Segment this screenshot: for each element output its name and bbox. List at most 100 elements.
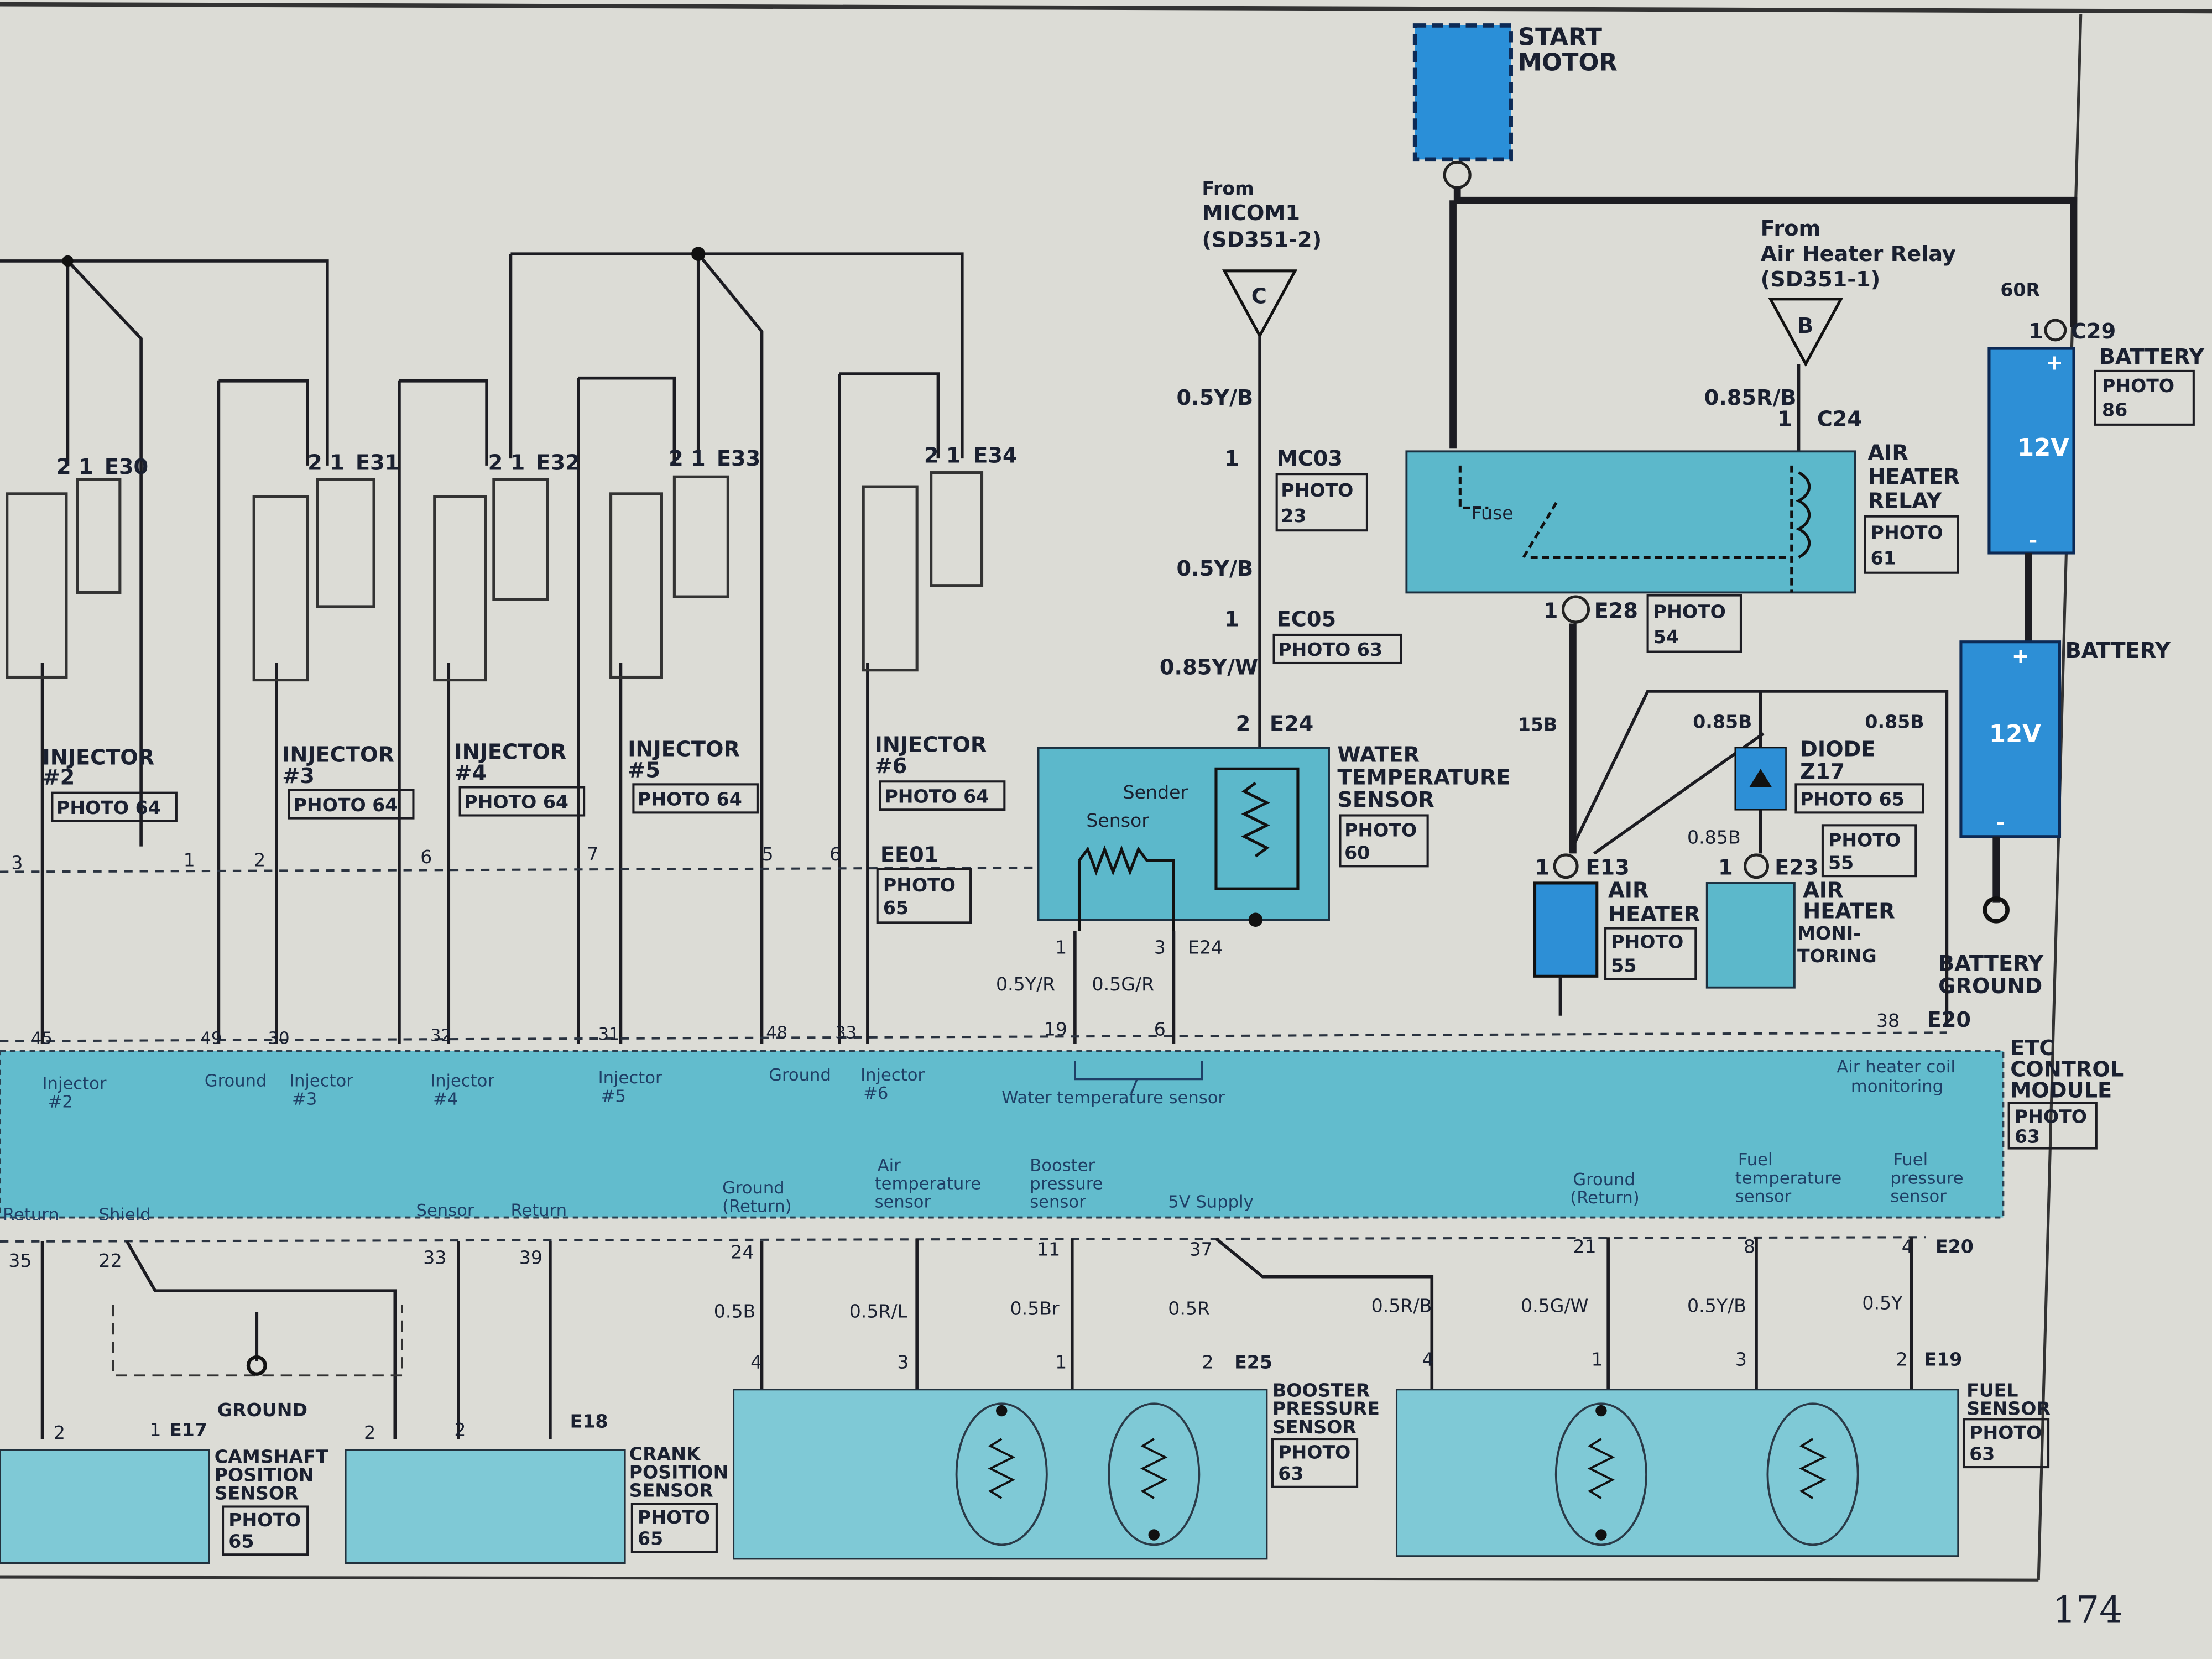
diagram-label: Ground: [205, 1071, 267, 1091]
diagram-label: BATTERY: [2065, 638, 2171, 663]
diagram-label: 3: [11, 852, 23, 873]
diagram-label: 1: [1718, 855, 1733, 880]
diagram-label: Injector: [860, 1066, 925, 1085]
diagram-label: B: [1797, 314, 1813, 338]
diagram-label: 1: [1055, 1351, 1067, 1373]
diagram-label: AIR: [1868, 441, 1908, 466]
diagram-label: #5: [601, 1087, 626, 1106]
diagram-label: 2 1: [488, 450, 525, 475]
diagram-label: temperature: [1735, 1168, 1841, 1188]
diagram-label: 60R: [2000, 279, 2040, 301]
diagram-label: 35: [8, 1250, 32, 1271]
diagram-label: TORING: [1797, 945, 1877, 967]
diagram-label: 0.5Y/R: [996, 973, 1055, 995]
lower-connector-line: [0, 1236, 1926, 1243]
ee01-connector: EE01 PHOTO 65: [876, 843, 972, 924]
diagram-label: 2: [1236, 711, 1251, 736]
diagram-label: Z17: [1800, 759, 1845, 784]
diagram-label: Sensor: [1086, 810, 1149, 831]
diagram-label: #6: [863, 1084, 888, 1103]
diagram-label: Injector: [430, 1071, 494, 1091]
diagram-label: Return: [3, 1206, 59, 1225]
diagram-label: +: [2046, 350, 2063, 375]
diagram-label: 45: [31, 1029, 53, 1048]
diagram-label: PHOTO: [1278, 1442, 1350, 1463]
diagram-label: 39: [519, 1247, 542, 1269]
diagram-label: 2: [54, 1422, 65, 1443]
diagram-label: POSITION: [215, 1464, 314, 1486]
diagram-label: E18: [570, 1411, 608, 1432]
diagram-label: Booster: [1030, 1156, 1095, 1175]
diagram-label: CONTROL: [2010, 1057, 2124, 1082]
diagram-label: Ground: [1573, 1170, 1635, 1190]
diagram-label: 65: [883, 897, 909, 919]
micom-feed: From MICOM1 (SD351-2) C 0.5Y/B 1 MC03 PH…: [1160, 178, 1402, 748]
diagram-label: 63: [1278, 1463, 1303, 1484]
diagram-label: PHOTO 64: [294, 794, 398, 816]
diagram-label: Sensor: [416, 1201, 474, 1220]
diagram-label: pressure: [1890, 1168, 1963, 1188]
diagram-label: 0.5B: [714, 1301, 755, 1322]
air-heater-monitoring: 1 E23 AIR HEATER MONI- TORING PHOTO 55 3…: [1705, 824, 1971, 1032]
diagram-label: #6: [875, 754, 907, 779]
diagram-label: E24: [1188, 936, 1223, 958]
diagram-label: PHOTO: [2102, 375, 2174, 397]
diagram-label: GROUND: [1938, 974, 2042, 999]
diagram-label: 6: [1154, 1018, 1166, 1040]
battery-2: + 12V - BATTERY BATTERY GROUND: [1938, 638, 2171, 999]
diagram-label: C24: [1817, 406, 1862, 431]
diagram-label: #2: [48, 1093, 73, 1112]
diagram-label: RELAY: [1868, 488, 1943, 513]
diagram-label: BOOSTER: [1272, 1380, 1370, 1401]
diagram-label: INJECTOR: [43, 745, 155, 770]
page-number: 174: [2053, 1588, 2123, 1631]
diagram-label: (Return): [722, 1197, 791, 1216]
diagram-label: E20: [1936, 1235, 1974, 1257]
diagram-label: E31: [356, 450, 399, 475]
diagram-label: PHOTO: [638, 1506, 710, 1528]
diagram-label: 3: [1154, 936, 1166, 958]
diagram-label: E28: [1594, 598, 1638, 623]
diagram-label: 0.5Y/B: [1687, 1295, 1746, 1316]
diagram-label: WATER: [1337, 743, 1420, 768]
splice-pin: 1: [184, 849, 195, 870]
diagram-label: BATTERY: [2099, 345, 2205, 369]
diagram-label: E32: [536, 450, 580, 475]
start-motor-wire: [1453, 187, 2078, 327]
diagram-label: 61: [1871, 547, 1896, 568]
diagram-label: sensor: [1735, 1187, 1792, 1206]
diagram-label: 86: [2102, 399, 2127, 421]
diagram-label: 0.5Br: [1010, 1298, 1060, 1319]
diagram-label: 0.5Y: [1862, 1292, 1903, 1313]
diagram-label: -: [1996, 810, 2005, 835]
diagram-label: POSITION: [629, 1461, 729, 1483]
air-heater: 1 E13 AIR HEATER PHOTO 55: [1533, 853, 1700, 1016]
diagram-label: Water temperature sensor: [1001, 1088, 1225, 1108]
diagram-label: (SD351-1): [1761, 267, 1881, 292]
diagram-label: 11: [1037, 1238, 1060, 1260]
diagram-label: Injector: [598, 1068, 662, 1088]
diagram-label: 48: [766, 1024, 787, 1043]
diagram-label: monitoring: [1851, 1077, 1943, 1096]
etc-control-module: 45 49 30 32 31 48 33 Injector#2 Ground I…: [0, 1024, 2005, 1225]
diagram-label: PHOTO: [1281, 479, 1353, 501]
diagram-label: 2: [364, 1422, 375, 1443]
diagram-label: AIR: [1803, 878, 1843, 902]
diagram-label: SENSOR: [629, 1480, 713, 1501]
page-top-border: [0, 2, 2212, 14]
diagram-label: 7: [587, 843, 598, 865]
diagram-label: E23: [1775, 855, 1818, 880]
diagram-label: pressure: [1030, 1175, 1103, 1194]
diagram-label: 3: [897, 1351, 909, 1373]
diagram-label: -: [2028, 528, 2037, 553]
splice-pin: 5: [762, 843, 774, 865]
diagram-label: 2 1: [669, 446, 706, 471]
injector-3: 2 1 E31 INJECTOR #3 PHOTO 64 2: [252, 450, 415, 870]
diagram-label: 12V: [1989, 721, 2041, 748]
battery-1: 60R 1 C29 + 12V - BATTERY PHOTO 86: [1987, 279, 2205, 646]
diagram-label: 0.5R/B: [1371, 1295, 1432, 1316]
diagram-label: 8: [1744, 1235, 1755, 1257]
diagram-label: sensor: [1890, 1187, 1947, 1206]
diagram-label: 0.85R/B: [1704, 385, 1797, 410]
